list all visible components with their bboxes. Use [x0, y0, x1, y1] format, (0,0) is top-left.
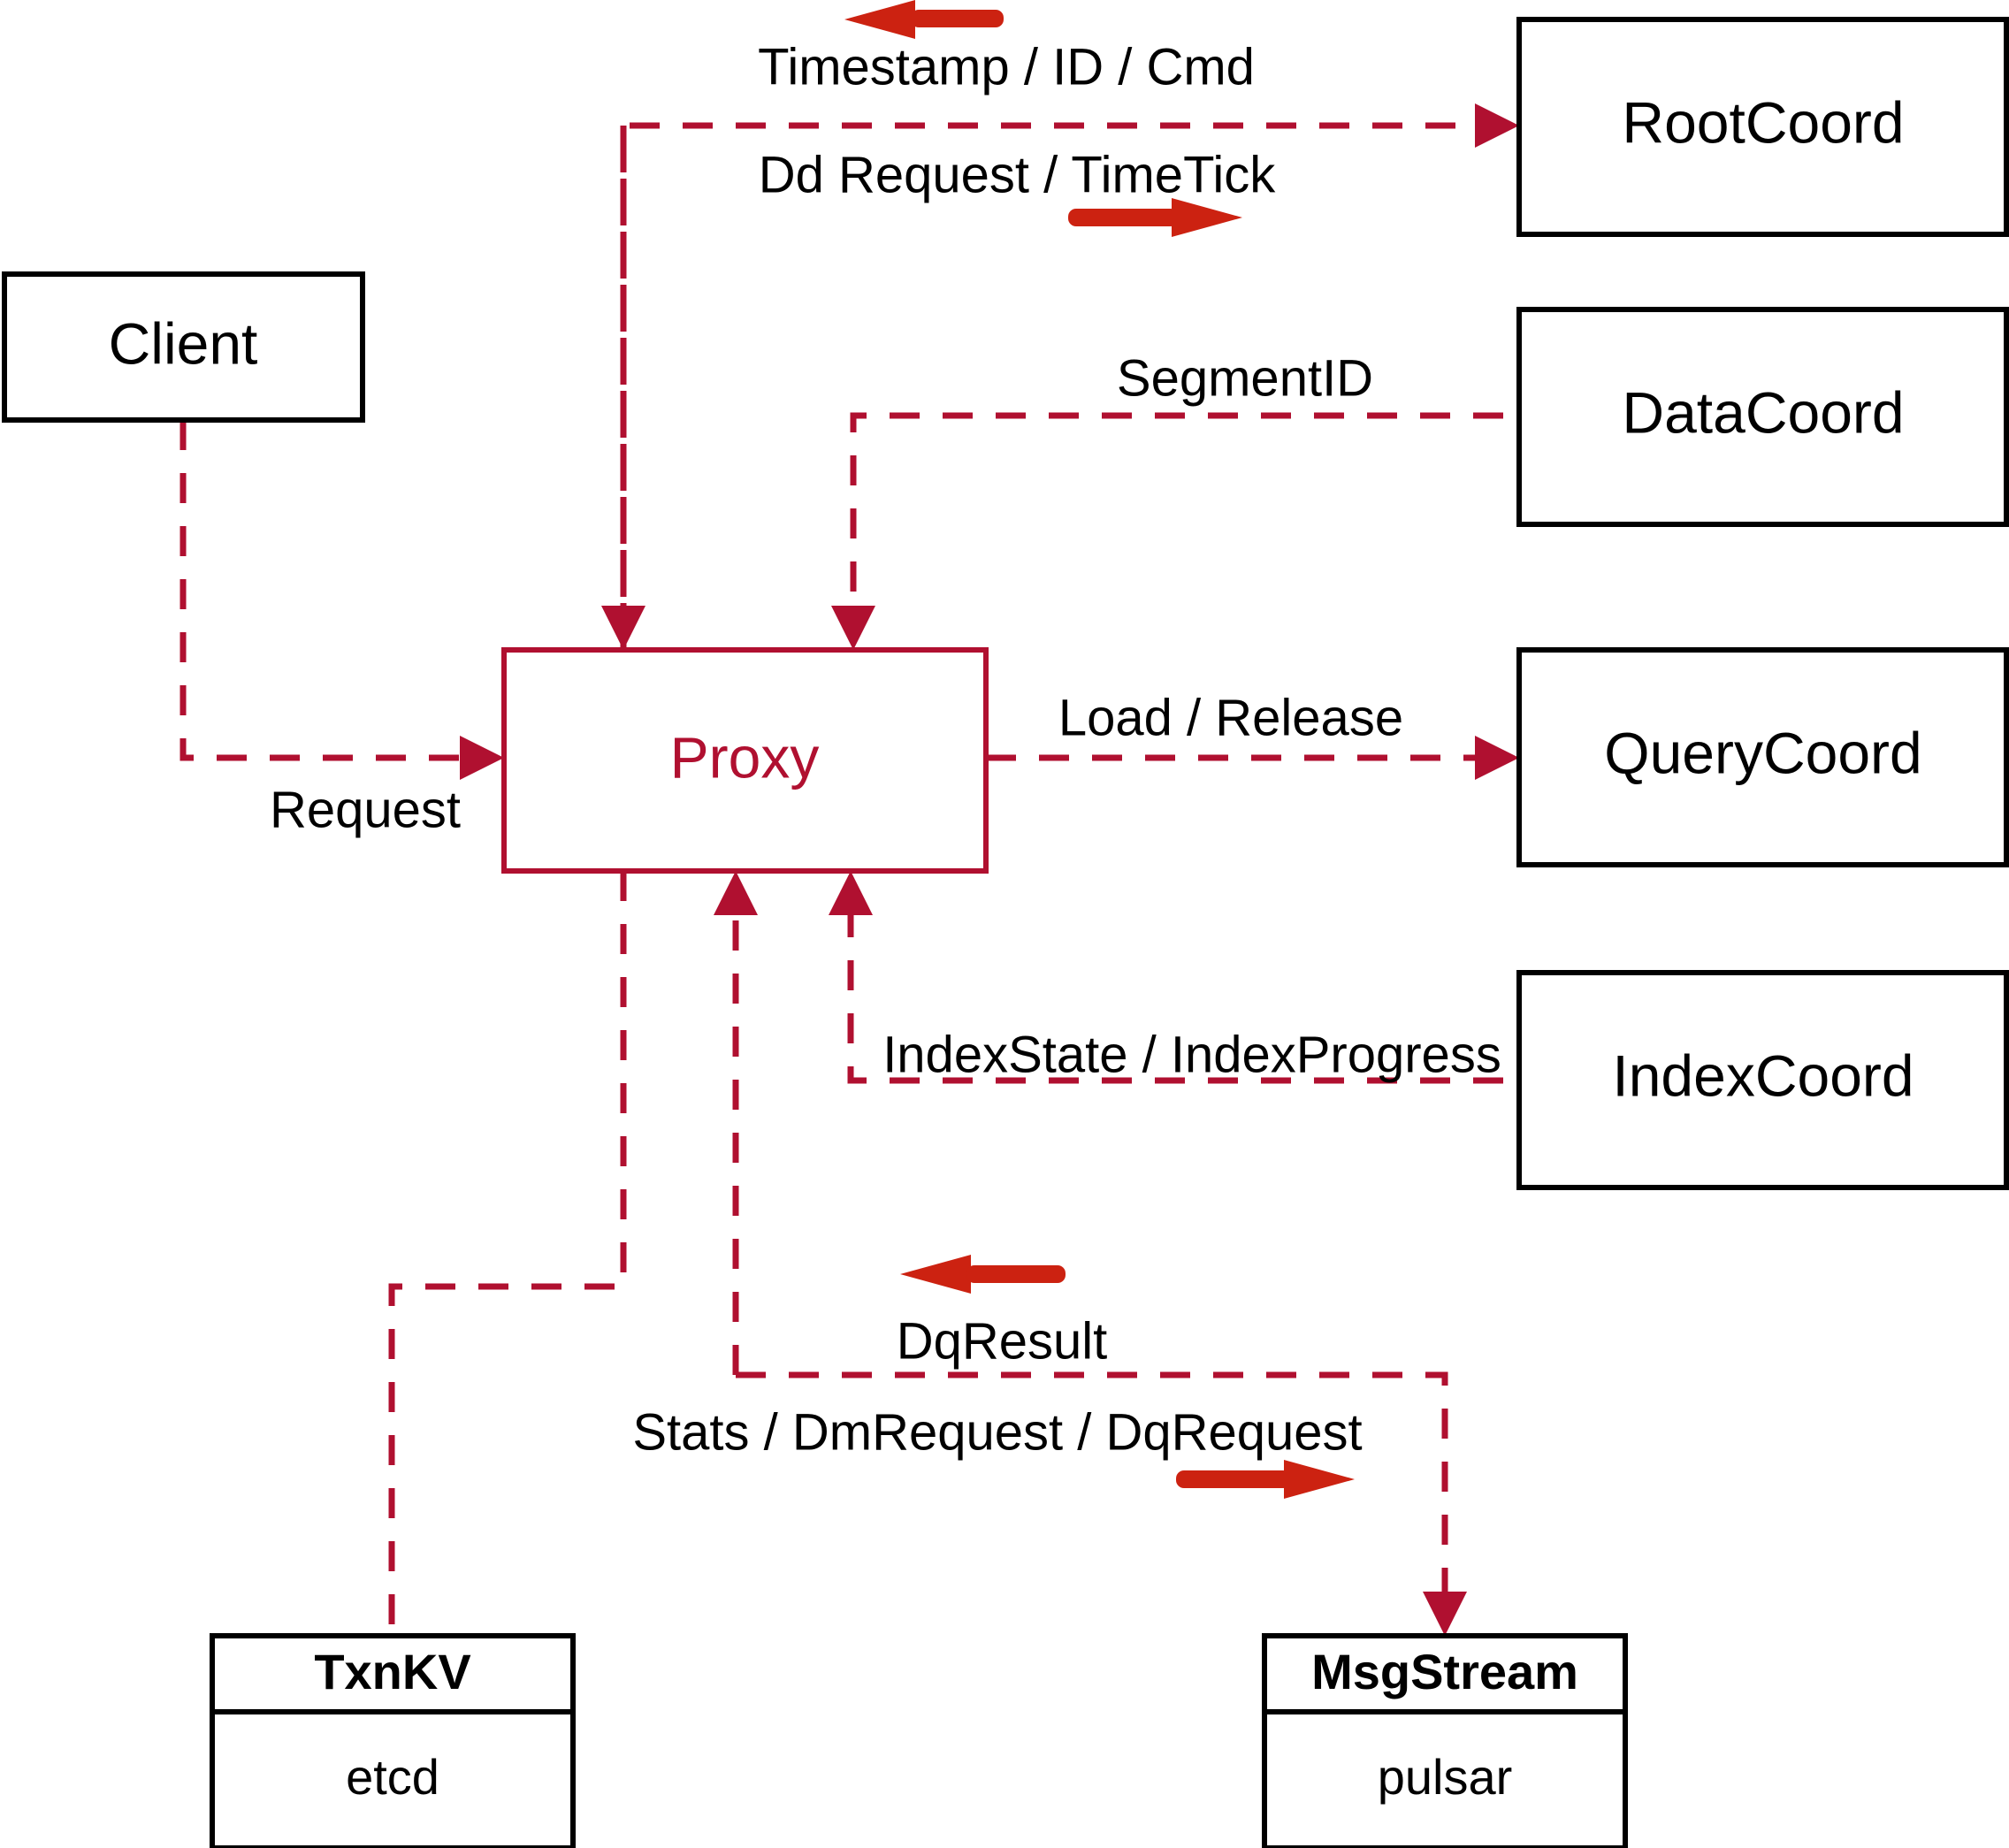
edge-label-load-release: Load / Release	[1058, 689, 1403, 746]
edge-path	[850, 412, 1503, 619]
edge-label-segmentid: SegmentID	[1117, 349, 1373, 407]
node-data-coord-label: DataCoord	[1622, 379, 1904, 445]
node-txn-kv-box	[210, 1633, 576, 1848]
edge-path	[180, 420, 477, 761]
edge-path	[847, 902, 1503, 1084]
edge-path	[620, 122, 1503, 650]
node-index-coord-label: IndexCoord	[1612, 1042, 1914, 1108]
arrowhead-right-icon	[460, 736, 504, 780]
edge-indexcoord-to-proxy	[829, 871, 1503, 1084]
node-msg-stream-impl: pulsar	[1378, 1749, 1513, 1805]
arrowhead-down-icon	[831, 606, 875, 650]
node-proxy-box	[501, 647, 989, 874]
flow-arrow-ddrequest-right	[1068, 198, 1242, 237]
node-query-coord[interactable]: QueryCoord	[1516, 647, 2009, 867]
node-client-box	[2, 271, 365, 423]
node-txn-kv-label: TxnKV	[314, 1644, 470, 1699]
flow-arrow-stats-right	[1176, 1460, 1355, 1499]
node-data-coord-box	[1516, 307, 2009, 527]
node-query-coord-label: QueryCoord	[1604, 720, 1922, 785]
edge-label-stats-dm-dq: Stats / DmRequest / DqRequest	[632, 1403, 1362, 1461]
node-proxy[interactable]: Proxy	[501, 647, 989, 874]
edge-proxy-to-txnkv	[388, 871, 627, 1636]
edge-label-dqresult: DqResult	[897, 1312, 1108, 1370]
edge-msgstream-to-proxy	[714, 871, 758, 1375]
edge-label-request: Request	[270, 781, 461, 838]
arrowhead-up-icon	[714, 871, 758, 915]
flow-arrow-dqresult-left	[900, 1255, 1066, 1294]
node-root-coord[interactable]: RootCoord	[1516, 17, 2009, 237]
node-root-coord-box	[1516, 17, 2009, 237]
arrowhead-up-icon	[829, 871, 873, 915]
edge-label-timestamp: Timestamp / ID / Cmd	[758, 38, 1255, 95]
arrowhead-down-icon	[601, 606, 645, 650]
node-client-label: Client	[109, 310, 258, 376]
node-query-coord-box	[1516, 647, 2009, 867]
arrowhead-down-icon	[1423, 1592, 1467, 1636]
edge-client-to-proxy	[180, 420, 504, 780]
arrowhead-right-icon	[1475, 736, 1519, 780]
node-msg-stream-label: MsgStream	[1311, 1644, 1578, 1699]
node-client[interactable]: Client	[2, 271, 365, 423]
edge-rootcoord-to-proxy	[601, 126, 645, 650]
edge-proxy-to-msgstream	[736, 1371, 1467, 1636]
node-data-coord[interactable]: DataCoord	[1516, 307, 2009, 527]
node-root-coord-label: RootCoord	[1622, 89, 1904, 155]
node-index-coord[interactable]: IndexCoord	[1516, 970, 2009, 1190]
node-proxy-label: Proxy	[670, 724, 820, 790]
edge-datacoord-to-proxy	[831, 412, 1503, 650]
edge-label-indexstate: IndexState / IndexProgress	[882, 1026, 1501, 1083]
node-msg-stream-box	[1262, 1633, 1628, 1848]
node-msg-stream[interactable]: MsgStream pulsar	[1262, 1633, 1628, 1848]
node-txn-kv-impl: etcd	[346, 1749, 439, 1805]
edge-path	[736, 1371, 1448, 1605]
node-txn-kv[interactable]: TxnKV etcd	[210, 1633, 576, 1848]
arrowhead-right-icon	[1475, 103, 1519, 148]
node-index-coord-box	[1516, 970, 2009, 1190]
edge-label-dd-request: Dd Request / TimeTick	[759, 146, 1276, 203]
edge-proxy-to-rootcoord	[620, 103, 1519, 650]
edge-path	[388, 871, 627, 1636]
flow-arrow-timestamp-left	[844, 0, 1004, 39]
edge-proxy-to-querycoord	[986, 736, 1519, 780]
